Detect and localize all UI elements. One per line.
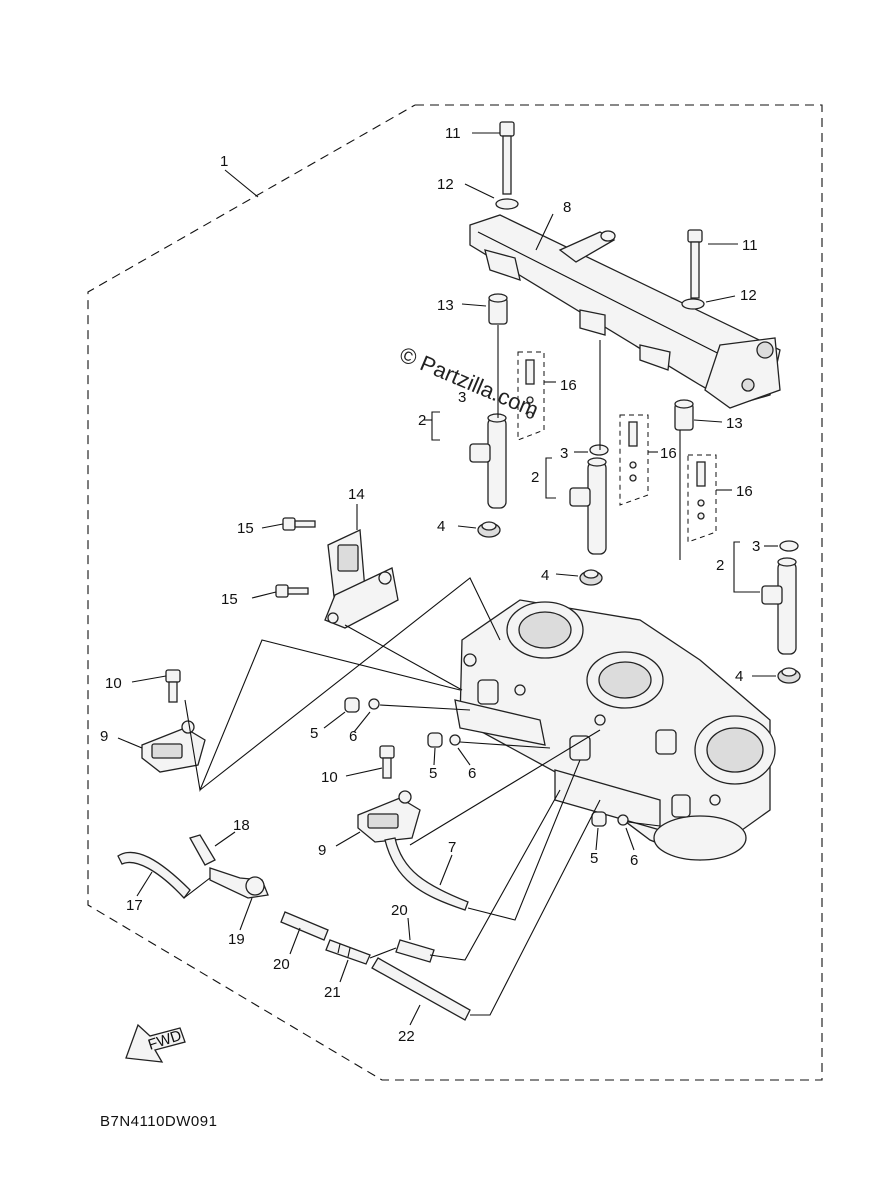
callout-5-c: 5	[590, 850, 598, 867]
fwd-label: FWD	[146, 1027, 184, 1054]
bolt-11-left[interactable]	[499, 121, 515, 195]
callouts: 1 11 11 12 12 8 13 13 16 16 16 2 3 3 2 3…	[100, 125, 760, 1045]
callout-18: 18	[233, 817, 250, 834]
bolt-11-right[interactable]	[687, 229, 703, 299]
hose-20-upper[interactable]	[395, 939, 435, 963]
injector-2-b[interactable]	[569, 457, 607, 555]
sensor-9-right[interactable]	[357, 790, 421, 843]
callout-19: 19	[228, 931, 245, 948]
callout-9-b: 9	[318, 842, 326, 859]
pipe-18[interactable]	[189, 834, 216, 866]
washer-12-left[interactable]	[495, 198, 519, 210]
injector-seal-kit-16-b[interactable]	[619, 414, 649, 506]
callout-16-a: 16	[560, 377, 577, 394]
callout-12-b: 12	[740, 287, 757, 304]
seal-3-b[interactable]	[589, 444, 609, 456]
screw-10-left[interactable]	[165, 669, 181, 703]
pressure-sensor-14[interactable]	[324, 529, 399, 629]
callout-3-a: 3	[458, 389, 466, 406]
callout-11-b: 11	[742, 237, 758, 254]
grommet-4-a[interactable]	[477, 521, 501, 538]
hose-20-lower[interactable]	[280, 911, 329, 941]
callout-14: 14	[348, 486, 365, 503]
assembly-outline	[87, 104, 823, 1081]
callout-17: 17	[126, 897, 143, 914]
throttle-body-assembly	[454, 599, 776, 861]
clip-6-c[interactable]	[617, 814, 629, 826]
callout-22: 22	[398, 1028, 415, 1045]
callout-6-b: 6	[468, 765, 476, 782]
callout-12-a: 12	[437, 176, 454, 193]
callout-21: 21	[324, 984, 341, 1001]
callout-16-c: 16	[736, 483, 753, 500]
watermark: © Partzilla.com	[396, 342, 542, 423]
collar-13-left[interactable]	[488, 293, 508, 325]
plug-5-b[interactable]	[427, 732, 443, 748]
callout-20-b: 20	[391, 902, 408, 919]
grommet-4-c[interactable]	[777, 667, 801, 684]
callout-4-a: 4	[437, 518, 445, 535]
collar-13-right[interactable]	[674, 399, 694, 431]
callout-4-b: 4	[541, 567, 549, 584]
plug-5-a[interactable]	[344, 697, 360, 713]
fitting-21[interactable]	[325, 939, 371, 965]
callout-13-a: 13	[437, 297, 454, 314]
hose-22[interactable]	[371, 957, 471, 1021]
injector-2-a[interactable]	[469, 413, 507, 509]
grommet-4-b[interactable]	[579, 569, 603, 586]
sensor-9-left[interactable]	[141, 720, 206, 773]
screw-10-right[interactable]	[379, 745, 395, 779]
callout-5-b: 5	[429, 765, 437, 782]
callout-15-a: 15	[237, 520, 254, 537]
screw-15-upper[interactable]	[282, 517, 316, 531]
callout-13-b: 13	[726, 415, 743, 432]
callout-4-c: 4	[735, 668, 743, 685]
callout-5-a: 5	[310, 725, 318, 742]
clip-6-a[interactable]	[368, 698, 380, 710]
injector-seal-kit-16-a[interactable]	[517, 351, 545, 441]
callout-3-c: 3	[752, 538, 760, 555]
callout-15-b: 15	[221, 591, 238, 608]
callout-20-a: 20	[273, 956, 290, 973]
seal-3-c[interactable]	[779, 540, 799, 552]
callout-10-a: 10	[105, 675, 122, 692]
callout-8: 8	[563, 199, 571, 216]
callout-7: 7	[448, 839, 456, 856]
hose-7[interactable]	[384, 837, 469, 911]
injector-2-c[interactable]	[761, 557, 797, 655]
clip-6-b[interactable]	[449, 734, 461, 746]
fuel-rail[interactable]	[469, 214, 781, 409]
callout-10-b: 10	[321, 769, 338, 786]
screw-15-lower[interactable]	[275, 584, 309, 598]
plug-5-c[interactable]	[591, 811, 607, 827]
callout-2-c: 2	[716, 557, 724, 574]
callout-6-a: 6	[349, 728, 357, 745]
hose-17[interactable]	[117, 851, 191, 900]
injector-seal-kit-16-c[interactable]	[687, 454, 717, 543]
callout-6-c: 6	[630, 852, 638, 869]
washer-12-right[interactable]	[681, 298, 705, 310]
reference-code: B7N4110DW091	[100, 1113, 217, 1130]
fwd-arrow-icon: FWD	[125, 1023, 186, 1063]
callout-2-b: 2	[531, 469, 539, 486]
callout-3-b: 3	[560, 445, 568, 462]
callout-1: 1	[220, 153, 228, 170]
callout-9-a: 9	[100, 728, 108, 745]
callout-2-a: 2	[418, 412, 426, 429]
callout-11-a: 11	[445, 125, 461, 142]
joint-19[interactable]	[209, 867, 269, 899]
callout-16-b: 16	[660, 445, 677, 462]
